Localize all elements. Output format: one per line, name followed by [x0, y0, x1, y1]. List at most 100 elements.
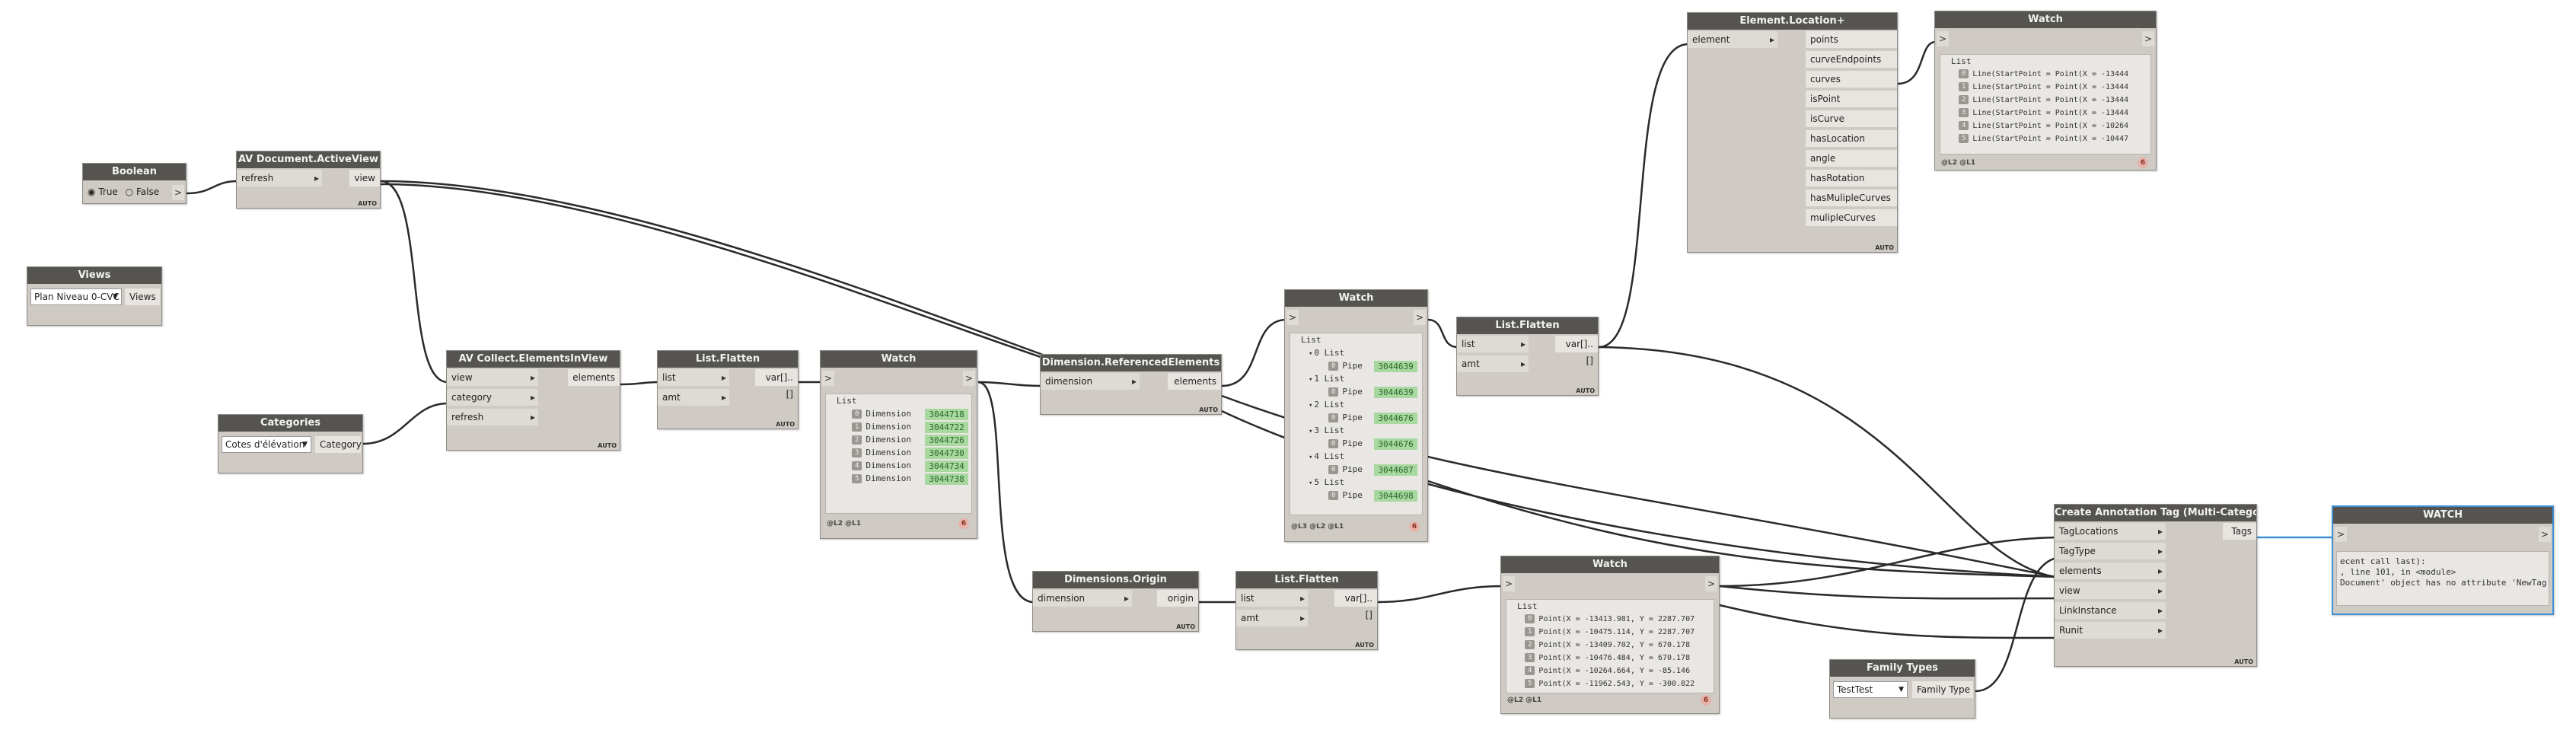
- input-port-refresh[interactable]: refresh: [237, 170, 322, 186]
- input-port-tagtype[interactable]: TagType: [2055, 543, 2166, 559]
- output-port-ispoint[interactable]: isPoint: [1806, 91, 1897, 107]
- input-port-category[interactable]: category: [447, 389, 538, 406]
- input-port-view[interactable]: view: [447, 369, 538, 386]
- input-port-linkinstance[interactable]: LinkInstance: [2055, 602, 2166, 619]
- output-port-curves[interactable]: curves: [1806, 71, 1897, 88]
- expand-icon[interactable]: ▾: [1309, 428, 1313, 435]
- element-id-link[interactable]: 3044676: [1374, 412, 1417, 424]
- input-port-element[interactable]: element: [1688, 31, 1777, 48]
- input-port[interactable]: >: [1286, 310, 1299, 325]
- output-port-var[interactable]: var[]..[]: [755, 369, 798, 400]
- output-port-hasmuliplecurves[interactable]: hasMulipleCurves: [1806, 190, 1897, 206]
- input-port-refresh[interactable]: refresh: [447, 409, 538, 425]
- element-id-link[interactable]: 3044734: [925, 460, 968, 472]
- output-port[interactable]: Category: [315, 436, 362, 453]
- output-port-elements[interactable]: elements: [568, 369, 620, 386]
- input-port-amt[interactable]: amt: [1457, 355, 1529, 372]
- output-port-curveendpoints[interactable]: curveEndpoints: [1806, 51, 1897, 68]
- input-port[interactable]: >: [2335, 527, 2347, 542]
- element-id-link[interactable]: 3044738: [925, 473, 968, 485]
- output-port-var[interactable]: var[]..[]: [1555, 336, 1598, 366]
- output-port[interactable]: Views: [125, 288, 160, 305]
- node-list-flatten-3[interactable]: List.Flatten list amt var[]..[] AUTO: [1456, 317, 1599, 396]
- element-id-link[interactable]: 3044730: [925, 447, 968, 459]
- node-boolean[interactable]: Boolean ◉ True ○ False >: [82, 163, 187, 204]
- family-type-dropdown[interactable]: TestTest ▼: [1833, 681, 1908, 698]
- element-id-link[interactable]: 3044676: [1374, 438, 1417, 450]
- node-create-annotation-tag[interactable]: Create Annotation Tag (Multi-Category) T…: [2054, 504, 2257, 667]
- expand-icon[interactable]: ▾: [1309, 402, 1313, 410]
- element-id-link[interactable]: 3044726: [925, 434, 968, 446]
- output-port[interactable]: >: [1414, 310, 1426, 325]
- expand-icon[interactable]: ▾: [1309, 480, 1313, 487]
- element-id-link[interactable]: 3044687: [1374, 464, 1417, 476]
- output-port[interactable]: >: [2142, 31, 2154, 46]
- input-port-list[interactable]: list: [658, 369, 729, 386]
- output-port[interactable]: >: [963, 371, 975, 386]
- expand-icon[interactable]: ▾: [1309, 376, 1313, 384]
- element-id-link[interactable]: 3044698: [1374, 489, 1417, 502]
- output-port-hasrotation[interactable]: hasRotation: [1806, 170, 1897, 186]
- input-port-elements[interactable]: elements: [2055, 563, 2166, 579]
- list-group-header[interactable]: ▾5 List: [1290, 476, 1422, 489]
- radio-false-icon[interactable]: ○: [125, 186, 134, 197]
- list-group-header[interactable]: ▾0 List: [1290, 346, 1422, 359]
- output-port-points[interactable]: points: [1806, 31, 1897, 48]
- item-value: Line(StartPoint = Point(X = -10264: [1972, 122, 2129, 130]
- input-port-amt[interactable]: amt: [658, 389, 729, 406]
- output-port-elements[interactable]: elements: [1168, 373, 1221, 390]
- element-id-link[interactable]: 3044718: [925, 408, 968, 420]
- node-views[interactable]: Views Plan Niveau 0-CVC ▼ Views: [27, 266, 162, 326]
- output-port-tags[interactable]: Tags: [2223, 523, 2256, 540]
- input-port-dimension[interactable]: dimension: [1033, 590, 1132, 607]
- input-port-list[interactable]: list: [1457, 336, 1529, 352]
- node-dimension-referenced-elements[interactable]: Dimension.ReferencedElements dimension e…: [1040, 354, 1222, 415]
- input-port-runit[interactable]: Runit: [2055, 622, 2166, 639]
- input-port-amt[interactable]: amt: [1236, 610, 1308, 626]
- node-watch-error[interactable]: WATCH > > ecent call last):, line 101, i…: [2332, 505, 2554, 615]
- node-categories[interactable]: Categories Cotes d'élévation ▼ Category: [218, 414, 363, 473]
- input-port[interactable]: >: [1937, 31, 1949, 46]
- output-port[interactable]: >: [172, 185, 184, 200]
- output-port-iscurve[interactable]: isCurve: [1806, 110, 1897, 127]
- radio-true-icon[interactable]: ◉: [88, 186, 96, 197]
- output-port[interactable]: Family Type: [1912, 681, 1973, 698]
- output-port-muliplecurves[interactable]: mulipleCurves: [1806, 209, 1897, 226]
- input-port[interactable]: >: [822, 371, 834, 386]
- output-port-haslocation[interactable]: hasLocation: [1806, 130, 1897, 147]
- list-group-header[interactable]: ▾4 List: [1290, 450, 1422, 463]
- element-id-link[interactable]: 3044639: [1374, 360, 1417, 372]
- output-port-origin[interactable]: origin: [1157, 590, 1198, 607]
- element-id-link[interactable]: 3044722: [925, 421, 968, 433]
- list-group-header[interactable]: ▾1 List: [1290, 372, 1422, 385]
- list-group-header[interactable]: ▾3 List: [1290, 424, 1422, 437]
- input-port-taglocations[interactable]: TagLocations: [2055, 523, 2166, 540]
- node-list-flatten-1[interactable]: List.Flatten list amt var[]..[] AUTO: [657, 350, 799, 429]
- node-list-flatten-2[interactable]: List.Flatten list amt var[]..[] AUTO: [1235, 571, 1378, 650]
- views-dropdown[interactable]: Plan Niveau 0-CVC ▼: [30, 288, 122, 305]
- expand-icon[interactable]: ▾: [1309, 454, 1313, 461]
- input-port-view[interactable]: view: [2055, 582, 2166, 599]
- node-active-view[interactable]: AV Document.ActiveView refresh view AUTO: [236, 151, 381, 209]
- input-port-dimension[interactable]: dimension: [1041, 373, 1140, 390]
- expand-icon[interactable]: ▾: [1309, 350, 1313, 358]
- output-port[interactable]: >: [1705, 576, 1717, 591]
- node-dimensions-origin[interactable]: Dimensions.Origin dimension origin AUTO: [1032, 571, 1199, 632]
- list-group-header[interactable]: ▾2 List: [1290, 398, 1422, 411]
- node-family-types[interactable]: Family Types TestTest ▼ Family Type: [1829, 659, 1975, 719]
- node-collect-elements[interactable]: AV Collect.ElementsInView view category …: [446, 350, 620, 451]
- element-id-link[interactable]: 3044639: [1374, 386, 1417, 398]
- input-port[interactable]: >: [1503, 576, 1515, 591]
- output-port-var[interactable]: var[]..[]: [1334, 590, 1377, 620]
- output-port[interactable]: >: [2539, 527, 2551, 542]
- input-port-list[interactable]: list: [1236, 590, 1308, 607]
- categories-dropdown[interactable]: Cotes d'élévation ▼: [222, 436, 311, 453]
- output-port-angle[interactable]: angle: [1806, 150, 1897, 167]
- node-element-location[interactable]: Element.Location+ element pointscurveEnd…: [1687, 12, 1898, 253]
- output-port-view[interactable]: view: [349, 170, 380, 186]
